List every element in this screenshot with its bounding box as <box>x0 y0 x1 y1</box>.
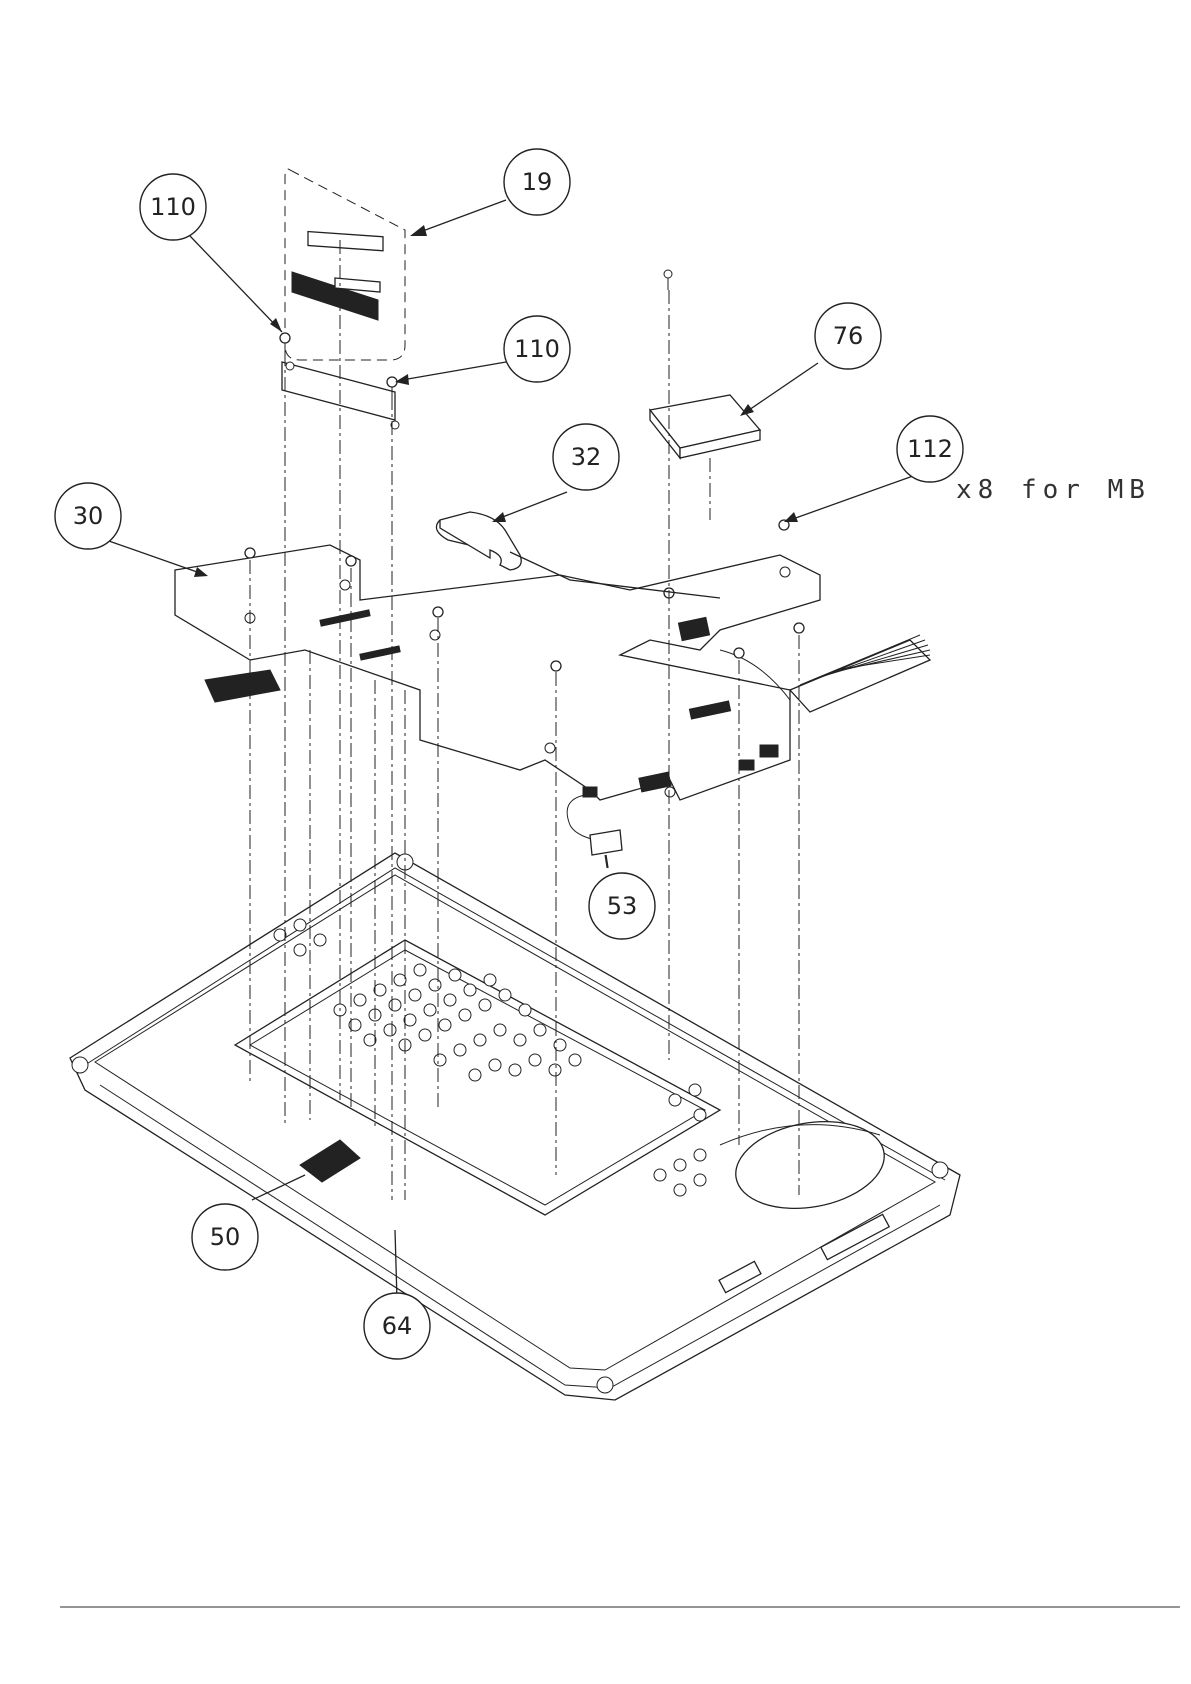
callout-76: 76 <box>815 303 881 369</box>
part-53-dc-jack <box>567 787 622 868</box>
part-76-card <box>650 270 760 458</box>
callout-64: 64 <box>364 1293 430 1359</box>
svg-text:64: 64 <box>382 1312 413 1340</box>
svg-text:76: 76 <box>833 322 864 350</box>
callout-30: 30 <box>55 483 121 549</box>
heatsink-fins <box>790 635 930 712</box>
callout-50: 50 <box>192 1204 258 1270</box>
screw-quantity-note: x8 for MB <box>956 475 1151 505</box>
callout-19: 19 <box>504 149 570 215</box>
part-32-pad <box>436 512 521 570</box>
svg-text:110: 110 <box>150 193 196 221</box>
svg-text:53: 53 <box>607 892 638 920</box>
svg-text:32: 32 <box>571 443 602 471</box>
callout-32: 32 <box>553 424 619 490</box>
bottom-chassis <box>70 853 960 1400</box>
svg-text:30: 30 <box>73 502 104 530</box>
callout-53: 53 <box>589 873 655 939</box>
part-19-assembly <box>282 169 405 429</box>
callout-110-right: 110 <box>504 316 570 382</box>
svg-text:110: 110 <box>514 335 560 363</box>
screw-110-left <box>280 333 290 352</box>
part-30-motherboard <box>175 545 930 800</box>
svg-text:50: 50 <box>210 1223 241 1251</box>
callout-110-top-left: 110 <box>140 174 206 240</box>
callout-112: 112 <box>897 416 963 482</box>
svg-text:112: 112 <box>907 435 953 463</box>
svg-text:19: 19 <box>522 168 553 196</box>
